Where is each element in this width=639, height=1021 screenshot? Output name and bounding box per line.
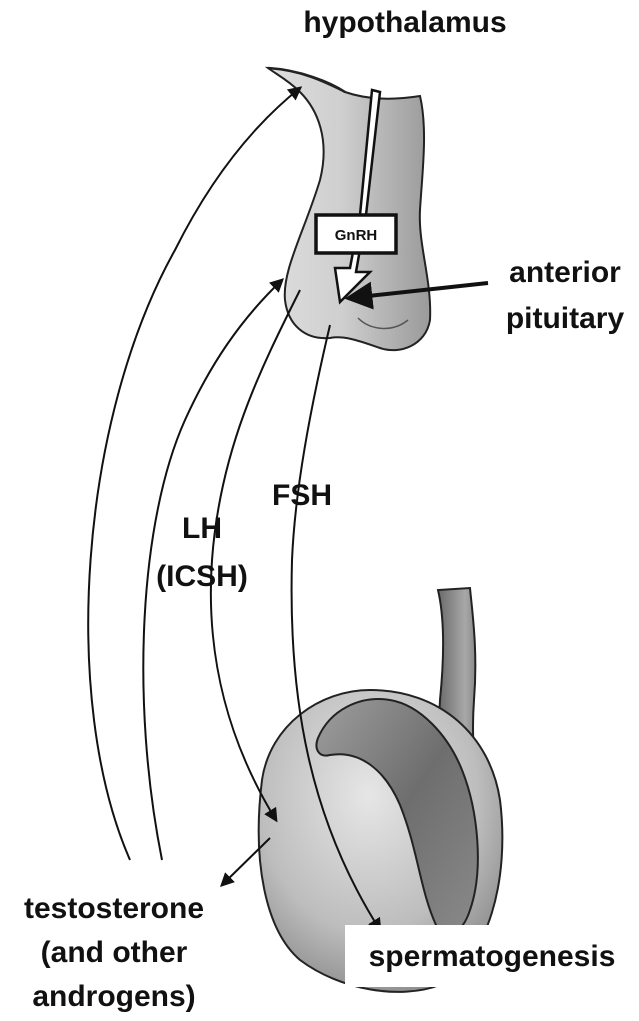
- pituitary-gland-illustration: [268, 68, 430, 350]
- pituitary-label: pituitary: [506, 302, 625, 335]
- fsh-label: FSH: [272, 479, 332, 512]
- gnrh-box: GnRH: [316, 215, 396, 253]
- spermatogenesis-label: spermatogenesis: [369, 940, 616, 973]
- testosterone-label-line-3: androgens): [32, 980, 195, 1013]
- hypothalamus-label: hypothalamus: [303, 6, 506, 39]
- testosterone-label-line-2: (and other: [41, 936, 188, 969]
- lh-label: LH: [182, 512, 222, 545]
- gnrh-label: GnRH: [335, 227, 378, 244]
- anterior-label: anterior: [509, 256, 621, 289]
- testosterone-label-line-1: testosterone: [24, 892, 204, 925]
- feedback-arrow-to-hypothalamus: [88, 88, 300, 860]
- icsh-label: (ICSH): [156, 560, 248, 593]
